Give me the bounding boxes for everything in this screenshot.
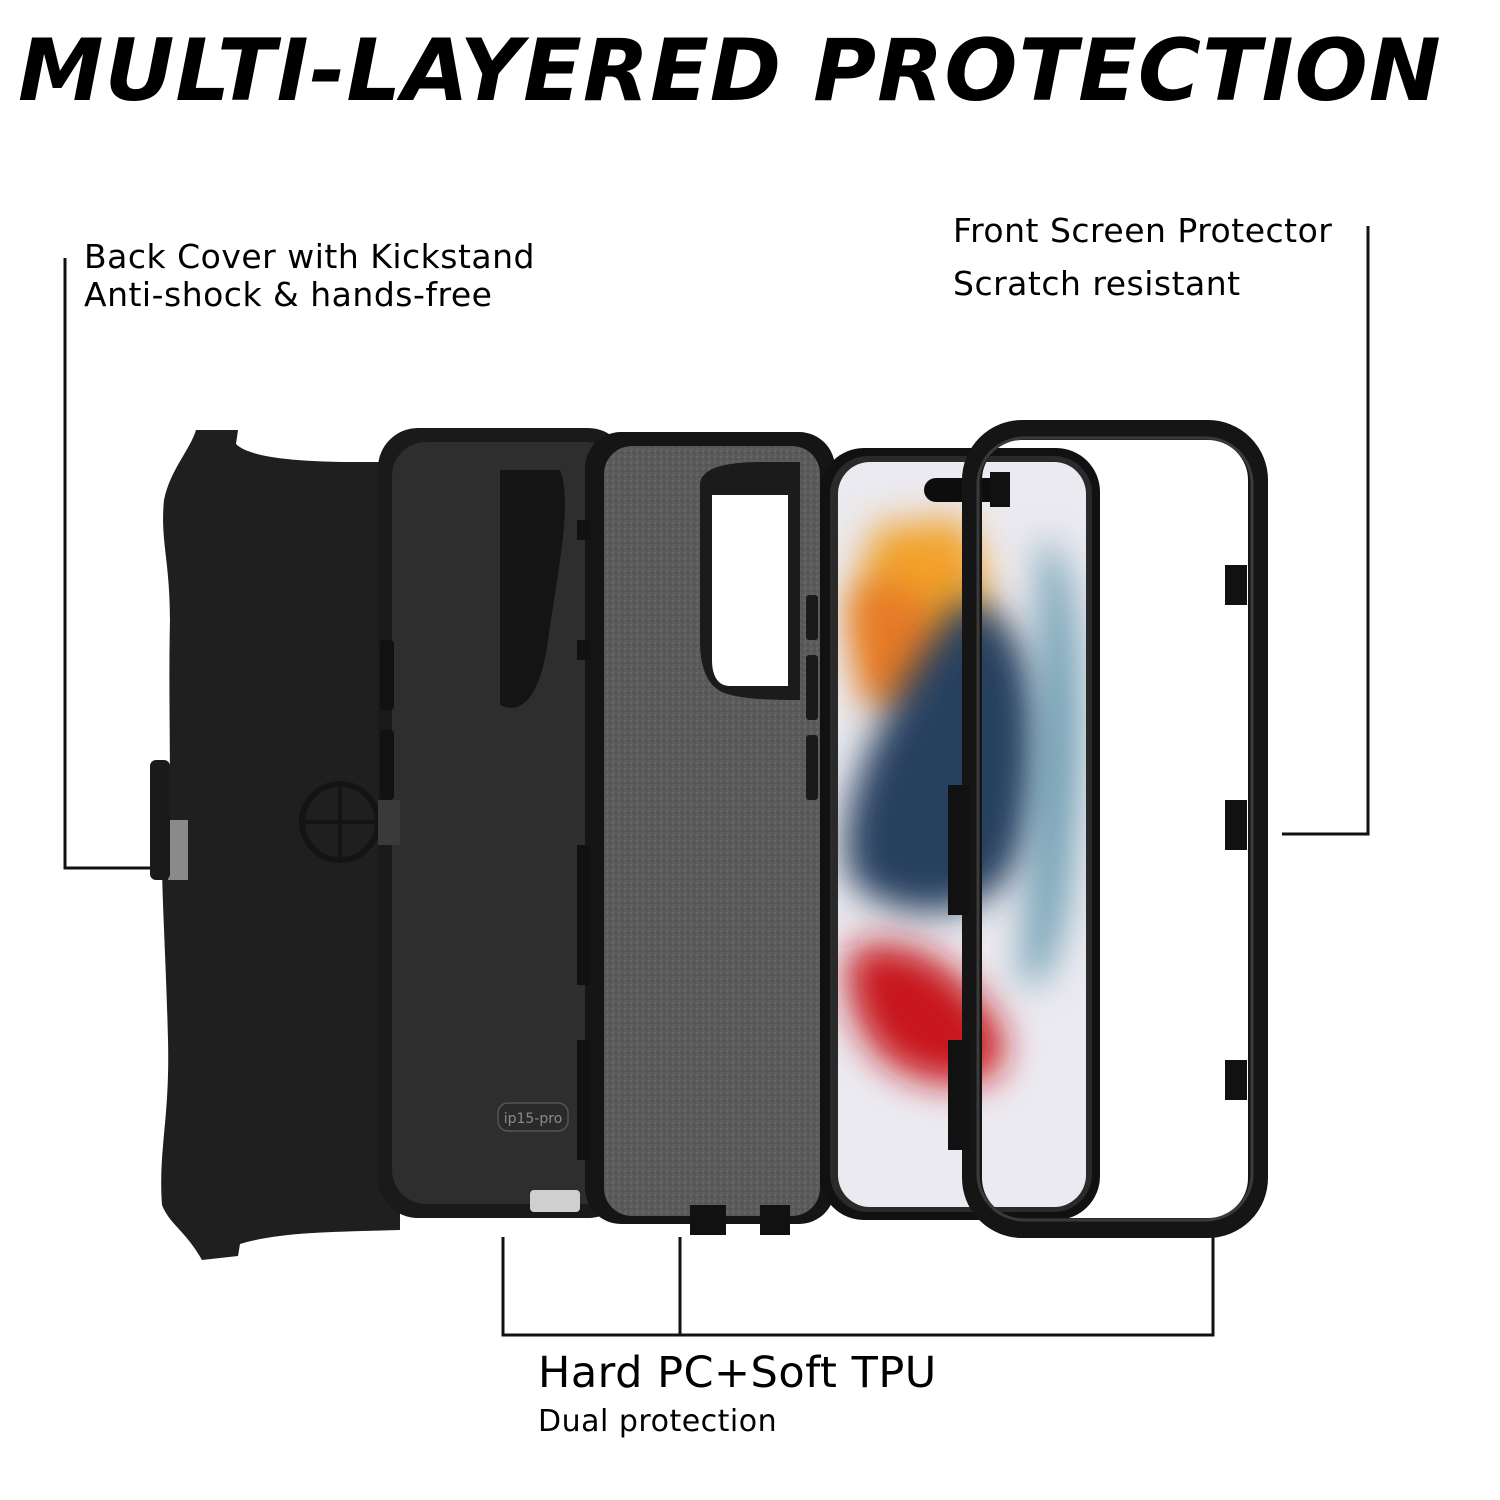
tpu-sleeve	[577, 432, 835, 1235]
headline: MULTI-LAYERED PROTECTION	[18, 21, 1442, 121]
back-shell: ip15-pro	[299, 428, 628, 1218]
holster-clip	[150, 430, 400, 1260]
dual-layer-leader	[501, 1237, 1215, 1337]
dual-layer-callout: Hard PC+Soft TPU Dual protection	[538, 1352, 937, 1437]
leader-lines	[63, 226, 1370, 1337]
front-screen-leader	[1282, 226, 1370, 836]
model-label: ip15-pro	[504, 1111, 563, 1127]
back-cover-title: Back Cover with Kickstand	[84, 237, 536, 276]
front-screen-title: Front Screen Protector	[953, 211, 1333, 250]
back-cover-callout: Back Cover with Kickstand Anti-shock & h…	[84, 240, 535, 311]
dual-layer-subtitle: Dual protection	[538, 1404, 778, 1439]
back-cover-subtitle: Anti-shock & hands-free	[84, 275, 493, 314]
dual-layer-title: Hard PC+Soft TPU	[538, 1348, 937, 1398]
front-screen-callout: Front Screen Protector Scratch resistant	[953, 214, 1332, 300]
back-cover-leader	[63, 258, 160, 870]
front-screen-subtitle: Scratch resistant	[953, 264, 1241, 303]
front-frame	[948, 420, 1268, 1238]
